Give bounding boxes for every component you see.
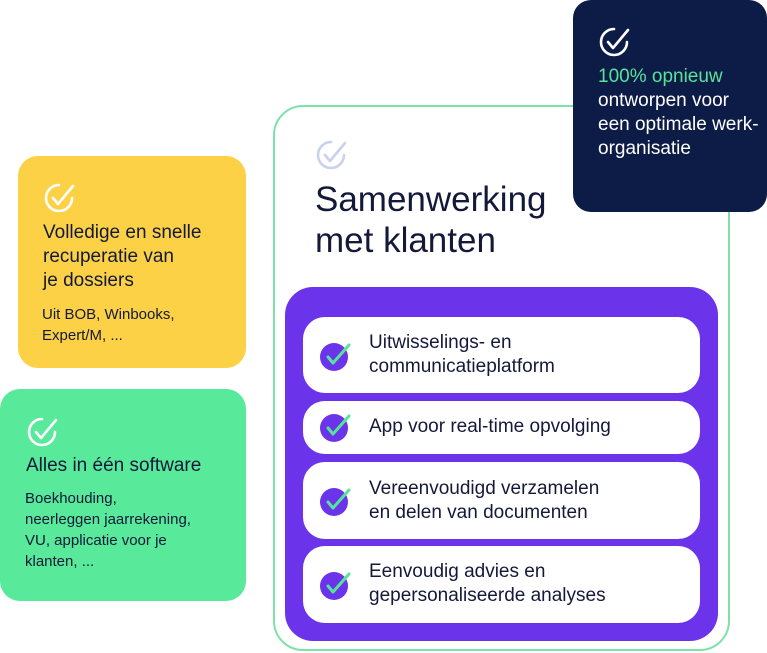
feature-item: Uitwisselings- en communicatieplatform: [303, 317, 700, 393]
feature-label: Uitwisselings- en communicatieplatform: [369, 332, 555, 377]
redesign-description: ontworpen voor een optimale werk-organis…: [598, 90, 759, 159]
badge-check-icon: [316, 140, 347, 170]
recovery-card: Volledige en snelle recuperatie van je d…: [18, 156, 246, 368]
badge-check-icon: [599, 27, 630, 57]
circle-check-icon: [320, 414, 351, 442]
badge-check-icon: [27, 417, 58, 447]
feature-label: App voor real-time opvolging: [369, 416, 611, 437]
recovery-title: Volledige en snelle recuperatie van je d…: [43, 222, 202, 291]
redesign-highlight: 100% opnieuw: [598, 66, 723, 87]
redesign-text: 100% opnieuw ontworpen voor een optimale…: [598, 65, 763, 161]
circle-check-icon: [320, 343, 351, 371]
feature-label: Vereenvoudigd verzamelen en delen van do…: [369, 478, 600, 523]
all-in-one-card: Alles in één software Boekhouding, neerl…: [0, 389, 246, 601]
feature-panel: Uitwisselings- en communicatieplatform A…: [285, 287, 718, 641]
collaboration-title: Samenwerking met klanten: [315, 180, 547, 260]
circle-check-icon: [320, 488, 351, 516]
recovery-subtitle: Uit BOB, Winbooks, Expert/M, ...: [42, 306, 175, 344]
feature-item: App voor real-time opvolging: [303, 401, 700, 454]
redesign-card: 100% opnieuw ontworpen voor een optimale…: [573, 0, 767, 212]
badge-check-icon: [44, 183, 75, 213]
all-in-one-title: Alles in één software: [26, 455, 202, 476]
circle-check-icon: [320, 572, 351, 600]
all-in-one-subtitle: Boekhouding, neerleggen jaarrekening, VU…: [25, 490, 191, 570]
feature-item: Vereenvoudigd verzamelen en delen van do…: [303, 462, 700, 539]
feature-item: Eenvoudig advies en gepersonaliseerde an…: [303, 546, 700, 623]
feature-label: Eenvoudig advies en gepersonaliseerde an…: [369, 561, 606, 606]
